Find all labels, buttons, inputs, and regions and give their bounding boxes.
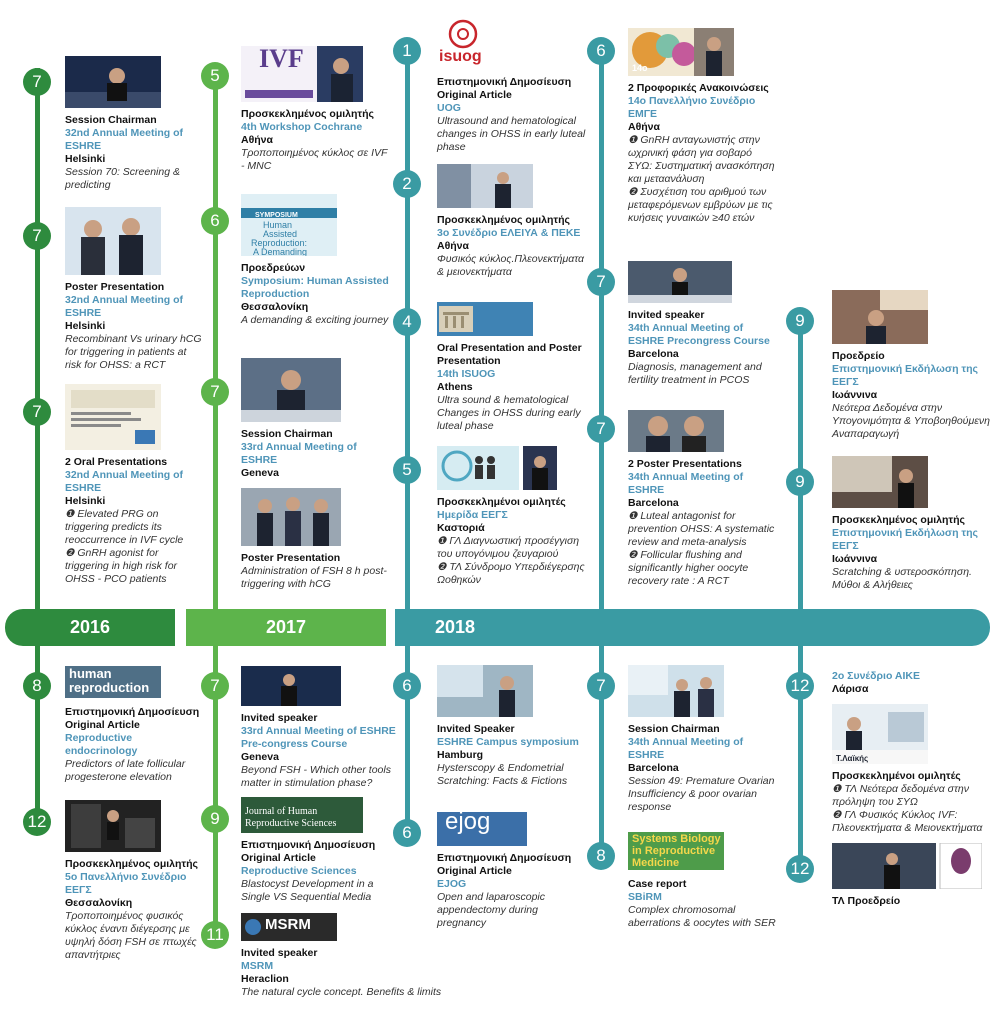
photo <box>832 290 928 344</box>
count-circle: 7 <box>201 672 229 700</box>
timeline-line-2018b-bottom <box>599 645 604 860</box>
count-circle: 12 <box>786 855 814 883</box>
entry-card: Oral Presentation and Poster Presentatio… <box>437 302 587 433</box>
photo: 14ο <box>628 28 734 76</box>
timeline-line-2018a-bottom <box>405 645 410 835</box>
timeline-line-2017-bottom <box>213 645 218 945</box>
symposium-logo: SYMPOSIUM Human Assisted Reproduction: A… <box>241 194 337 256</box>
count-circle: 9 <box>786 468 814 496</box>
photo: T.Λαϊκής <box>832 704 928 764</box>
count-circle: 9 <box>786 307 814 335</box>
entry-card: Προσκεκλημένος ομιλητής 5ο Πανελλήνιο Συ… <box>65 800 205 962</box>
timeline-line-2016-bottom <box>35 645 40 830</box>
sbirm-logo: Systems Biology in Reproductive Medicine <box>628 832 724 870</box>
photo <box>832 456 928 508</box>
count-circle: 12 <box>786 672 814 700</box>
photo <box>437 665 533 717</box>
isuog-symposium-banner <box>437 302 533 336</box>
entry-card: MSRM Invited speaker MSRM Heraclion The … <box>241 913 451 999</box>
count-circle: 7 <box>587 672 615 700</box>
timeline-line-2016-top <box>35 68 40 613</box>
entry-card: 14ο 2 Προφορικές Ανακοινώσεις 14ο Πανελλ… <box>628 28 776 225</box>
entry-card: Journal of Human Reproductive Sciences Ε… <box>241 797 391 904</box>
count-circle: 4 <box>393 308 421 336</box>
photo <box>628 261 732 303</box>
count-circle: 8 <box>23 672 51 700</box>
entry-card: Session Chairman 32nd Annual Meeting of … <box>65 56 205 192</box>
jhrs-logo: Journal of Human Reproductive Sciences <box>241 797 363 833</box>
entry-card: Poster Presentation Administration of FS… <box>241 488 391 591</box>
human-reproduction-logo: human reproduction <box>65 666 161 698</box>
count-circle: 7 <box>23 222 51 250</box>
timeline-line-2018c-top <box>798 320 803 613</box>
count-circle: 8 <box>587 842 615 870</box>
count-circle: 6 <box>393 672 421 700</box>
count-circle: 6 <box>393 819 421 847</box>
photo <box>628 665 724 717</box>
entry-card: ΤΛ Προεδρείο <box>832 843 992 908</box>
year-band-2018: 2018 <box>395 609 990 646</box>
entry-card: 2 Poster Presentations 34th Annual Meeti… <box>628 410 776 588</box>
year-band-2016: 2016 <box>5 609 175 646</box>
entry-card: ejog Επιστημονική Δημοσίευση Original Ar… <box>437 812 572 929</box>
count-circle: 7 <box>587 268 615 296</box>
entry-card: Invited speaker 33rd Annual Meeting of E… <box>241 666 401 790</box>
photo <box>241 666 341 706</box>
count-circle: 7 <box>587 415 615 443</box>
count-circle: 7 <box>201 378 229 406</box>
entry-card: Invited Speaker ESHRE Campus symposium H… <box>437 665 587 788</box>
entry-card: Session Chairman 33rd Annual Meeting of … <box>241 358 391 480</box>
count-circle: 2 <box>393 170 421 198</box>
count-circle: 5 <box>201 62 229 90</box>
entry-card: IVF Προσκεκλημένος ομιλητής 4th Workshop… <box>241 46 388 172</box>
photo <box>65 800 161 852</box>
photo <box>241 358 341 422</box>
msrm-logo: MSRM <box>241 913 337 941</box>
count-circle: 5 <box>393 456 421 484</box>
year-band-2017: 2017 <box>186 609 386 646</box>
photo <box>65 207 161 275</box>
photo <box>437 446 557 490</box>
poster-image <box>65 384 161 450</box>
count-circle: 9 <box>201 805 229 833</box>
timeline-line-2017-top <box>213 68 218 613</box>
photo <box>65 56 161 108</box>
entry-card: SYMPOSIUM Human Assisted Reproduction: A… <box>241 194 391 327</box>
entry-card: human reproduction Επιστημονική Δημοσίευ… <box>65 666 200 783</box>
entry-card: Προσκεκλημένοι ομιλητές Ημερίδα ΕΕΓΣ Κασ… <box>437 446 587 587</box>
count-circle: 12 <box>23 808 51 836</box>
count-circle: 1 <box>393 37 421 65</box>
timeline-line-2018c-bottom <box>798 645 803 870</box>
count-circle: 6 <box>201 207 229 235</box>
entry-card: Invited speaker 34th Annual Meeting of E… <box>628 261 776 387</box>
entry-card: Προσκεκλημένος ομιλητής 3ο Συνέδριο ΕΛΕΙ… <box>437 164 587 279</box>
photo <box>628 410 724 452</box>
count-circle: 7 <box>23 398 51 426</box>
entry-card: Session Chairman 34th Annual Meeting of … <box>628 665 776 814</box>
entry-card: 2 Oral Presentations 32nd Annual Meeting… <box>65 384 205 586</box>
entry-card: 2ο Συνέδριο ΑΙΚΕ Λάρισα <box>832 670 920 695</box>
ejog-logo: ejog <box>437 812 527 846</box>
count-circle: 6 <box>587 37 615 65</box>
photo: IVF <box>241 46 363 102</box>
isuog-logo: isuog <box>437 18 517 70</box>
entry-card: Poster Presentation 32nd Annual Meeting … <box>65 207 205 372</box>
photo <box>832 843 982 889</box>
photo <box>437 164 533 208</box>
entry-card: Προσκεκλημένος ομιλητής Επιστημονική Εκδ… <box>832 456 992 592</box>
count-circle: 7 <box>23 68 51 96</box>
entry-card: T.Λαϊκής Προσκεκλημένοι ομιλητές ❶ ΤΛ Νε… <box>832 704 994 835</box>
photo <box>241 488 341 546</box>
entry-card: Προεδρείο Επιστημονική Εκδήλωση της ΕΕΓΣ… <box>832 290 992 441</box>
timeline-line-2018b-top <box>599 45 604 613</box>
count-circle: 11 <box>201 921 229 949</box>
entry-card: isuog Επιστημονική Δημοσίευση Original A… <box>437 18 587 154</box>
entry-card: Systems Biology in Reproductive Medicine… <box>628 832 776 929</box>
